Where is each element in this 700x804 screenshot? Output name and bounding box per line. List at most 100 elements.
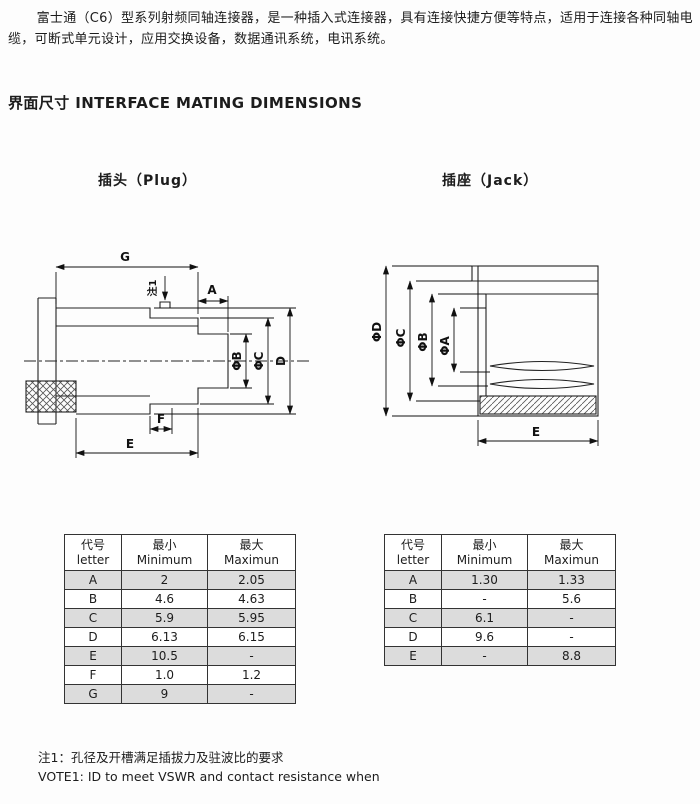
cell-max: 5.95 [207, 608, 296, 628]
cell-max: 6.15 [207, 627, 296, 647]
cell-min: 6.1 [441, 608, 528, 628]
jack-dimension-lines [382, 265, 599, 446]
cell-max: 5.6 [527, 589, 616, 609]
cell-max: - [527, 608, 616, 628]
dim-label-d: D [274, 356, 288, 366]
section-title: 界面尺寸 INTERFACE MATING DIMENSIONS [8, 94, 363, 112]
cell-min: 9.6 [441, 627, 528, 647]
cell-max: - [207, 646, 296, 666]
header-en: letter [396, 552, 430, 567]
cell-min: - [441, 646, 528, 666]
cell-min: 6.13 [121, 627, 208, 647]
cell-letter: C [64, 608, 122, 628]
header-cn: 代号 [80, 537, 105, 552]
plug-body-outline [24, 297, 310, 425]
header-cn: 最大 [559, 537, 584, 552]
cell-letter: F [64, 665, 122, 685]
cell-letter: E [384, 646, 442, 666]
cell-min: 1.0 [121, 665, 208, 685]
slot-notch [159, 301, 171, 308]
table-row: E - 8.8 [384, 646, 616, 666]
header-cn: 最小 [152, 537, 177, 552]
header-cn: 最大 [239, 537, 264, 552]
plug-drawing-label: 插头（Plug） [98, 173, 198, 189]
header-en: letter [76, 552, 110, 567]
cell-max: 8.8 [527, 646, 616, 666]
table-row: C 6.1 - [384, 608, 616, 628]
cell-letter: A [384, 570, 442, 590]
jack-drawing-label: 插座（Jack） [442, 173, 539, 189]
dim-label-phi-c: ΦC [394, 328, 408, 347]
cell-letter: D [64, 627, 122, 647]
cell-max: 2.05 [207, 570, 296, 590]
cell-max: 4.63 [207, 589, 296, 609]
header-cn: 代号 [400, 537, 425, 552]
cell-max: - [527, 627, 616, 647]
footnote-en: VOTE1: ID to meet VSWR and contact resis… [38, 769, 380, 784]
cell-min: 10.5 [121, 646, 208, 666]
cell-max: - [207, 684, 296, 704]
header-en: Maximun [223, 552, 280, 567]
table-row: E 10.5 - [64, 646, 296, 666]
cell-min: 4.6 [121, 589, 208, 609]
cell-letter: B [384, 589, 442, 609]
cell-min: 1.30 [441, 570, 528, 590]
cell-max: 1.33 [527, 570, 616, 590]
dim-label-g: G [120, 250, 130, 264]
intro-paragraph: 富士通（C6）型系列射频同轴连接器，是一种插入式连接器，具有连接快捷方便等特点，… [8, 11, 693, 47]
table-row: C 5.9 5.95 [64, 608, 296, 628]
cell-min: 2 [121, 570, 208, 590]
dim-label-e: E [126, 437, 134, 451]
header-cn: 最小 [472, 537, 497, 552]
table-row: B - 5.6 [384, 589, 616, 609]
contact-finger [489, 360, 595, 372]
cell-min: - [441, 589, 528, 609]
dim-label-phi-d: ΦD [370, 322, 384, 342]
footnote-cn: 注1：孔径及开槽满足插拔力及驻波比的要求 [38, 750, 284, 765]
cell-letter: B [64, 589, 122, 609]
plug-dimension-lines [55, 263, 296, 458]
cell-min: 5.9 [121, 608, 208, 628]
cell-letter: D [384, 627, 442, 647]
jack-drawing: ΦD ΦC ΦB ΦA E [370, 265, 599, 446]
cell-letter: C [384, 608, 442, 628]
table-row: B 4.6 4.63 [64, 589, 296, 609]
header-en: Minimum [456, 552, 513, 567]
dim-label-e: E [532, 425, 540, 439]
dim-label-phi-a: ΦA [438, 336, 452, 356]
table-row: F 1.0 1.2 [64, 665, 296, 685]
plug-drawing: G 注1 A ΦB ΦC D F E [24, 250, 310, 458]
contact-finger [489, 378, 595, 390]
dim-label-a: A [207, 283, 217, 297]
cell-letter: G [64, 684, 122, 704]
table-row: D 9.6 - [384, 627, 616, 647]
dim-label-phi-b: ΦB [416, 332, 430, 351]
table-row: G 9 - [64, 684, 296, 704]
cell-min: 9 [121, 684, 208, 704]
cell-max: 1.2 [207, 665, 296, 685]
header-en: Minimum [136, 552, 193, 567]
jack-body-outline [471, 265, 599, 417]
footnotes: 注1：孔径及开槽满足插拔力及驻波比的要求 VOTE1: ID to meet V… [38, 748, 380, 786]
dim-label-note1: 注1 [146, 279, 159, 296]
dim-label-phi-c: ΦC [252, 351, 266, 370]
table-row: A 1.30 1.33 [384, 570, 616, 590]
dim-label-phi-b: ΦB [230, 351, 244, 370]
table-row: D 6.13 6.15 [64, 627, 296, 647]
header-en: Maximun [543, 552, 600, 567]
dim-label-f: F [157, 412, 165, 426]
cell-letter: A [64, 570, 122, 590]
table-row: A 2 2.05 [64, 570, 296, 590]
cell-letter: E [64, 646, 122, 666]
